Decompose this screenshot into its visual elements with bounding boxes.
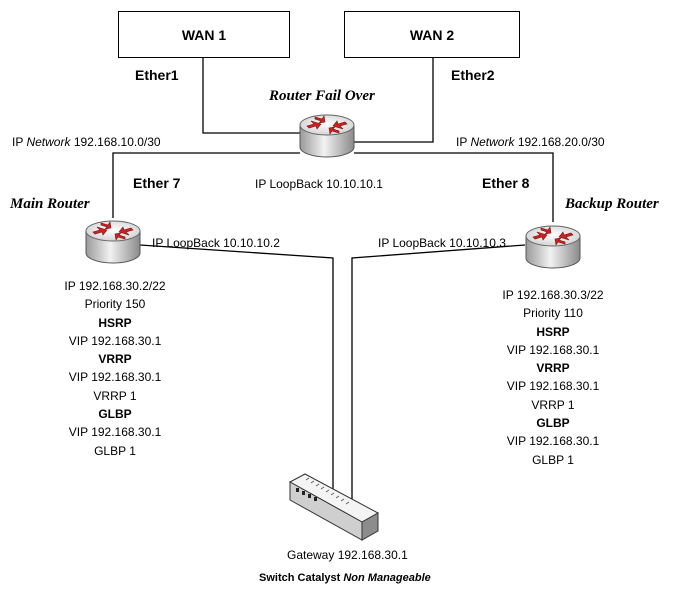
backup-router-glbp-vip: VIP 192.168.30.1 <box>506 434 600 449</box>
ether7-label: Ether 7 <box>133 175 181 191</box>
main-router-glbp: GLBP <box>98 407 132 422</box>
failover-router-title: Router Fail Over <box>269 88 375 104</box>
line-main-failover <box>112 152 300 218</box>
ether1-label: Ether1 <box>135 67 179 83</box>
main-router-priority: Priority 150 <box>84 297 146 312</box>
wan2-label: WAN 2 <box>409 26 455 43</box>
switch-icon <box>288 473 380 541</box>
backup-router-glbp-group: GLBP 1 <box>532 452 574 467</box>
line-wan1-failover <box>202 57 300 134</box>
main-router-icon <box>85 220 141 264</box>
wan2-box: WAN 2 <box>344 11 520 58</box>
network-left-label: IP Network 192.168.10.0/30 <box>12 135 161 149</box>
main-router-hsrp-vip: VIP 192.168.30.1 <box>68 333 162 348</box>
backup-router-vrrp-vip: VIP 192.168.30.1 <box>506 379 600 394</box>
backup-router-ip: IP 192.168.30.3/22 <box>502 288 604 302</box>
connection-lines <box>112 57 554 523</box>
main-router-title: Main Router <box>10 196 90 212</box>
line-backup-switch <box>351 244 526 523</box>
main-router-config: IP 192.168.30.2/22 Priority 150 HSRP VIP… <box>30 277 200 460</box>
main-router-hsrp: HSRP <box>98 315 132 330</box>
switch-gateway: Gateway 192.168.30.1 <box>287 548 408 562</box>
main-router-vrrp-vip: VIP 192.168.30.1 <box>68 370 162 385</box>
ether2-label: Ether2 <box>451 67 495 83</box>
main-router-ip: IP 192.168.30.2/22 <box>64 279 166 293</box>
main-router-vrrp: VRRP <box>98 352 132 367</box>
backup-router-vrrp: VRRP <box>536 361 570 376</box>
line-wan2-failover <box>354 57 434 143</box>
backup-router-title: Backup Router <box>565 196 659 212</box>
wan1-box: WAN 1 <box>118 11 290 58</box>
backup-router-hsrp-vip: VIP 192.168.30.1 <box>506 342 600 357</box>
failover-loopback: IP LoopBack 10.10.10.1 <box>255 177 383 191</box>
backup-router-loopback: IP LoopBack 10.10.10.3 <box>378 236 506 250</box>
switch-name: Switch Catalyst Non Manageable <box>259 572 431 584</box>
failover-router-icon <box>299 114 355 158</box>
backup-router-priority: Priority 110 <box>523 306 583 321</box>
backup-router-vrrp-group: VRRP 1 <box>531 397 575 412</box>
line-main-switch <box>139 244 334 520</box>
main-router-vrrp-group: VRRP 1 <box>93 388 137 403</box>
backup-router-glbp: GLBP <box>536 416 570 431</box>
ether8-label: Ether 8 <box>482 175 530 191</box>
main-router-loopback: IP LoopBack 10.10.10.2 <box>152 236 280 250</box>
backup-router-config: IP 192.168.30.3/22 Priority 110 HSRP VIP… <box>468 286 638 469</box>
wan1-label: WAN 1 <box>181 26 227 43</box>
line-backup-failover <box>354 152 554 222</box>
main-router-glbp-group: GLBP 1 <box>94 443 136 458</box>
network-right-label: IP Network 192.168.20.0/30 <box>456 135 605 149</box>
backup-router-icon <box>525 225 581 269</box>
main-router-glbp-vip: VIP 192.168.30.1 <box>68 425 162 440</box>
backup-router-hsrp: HSRP <box>536 324 570 339</box>
